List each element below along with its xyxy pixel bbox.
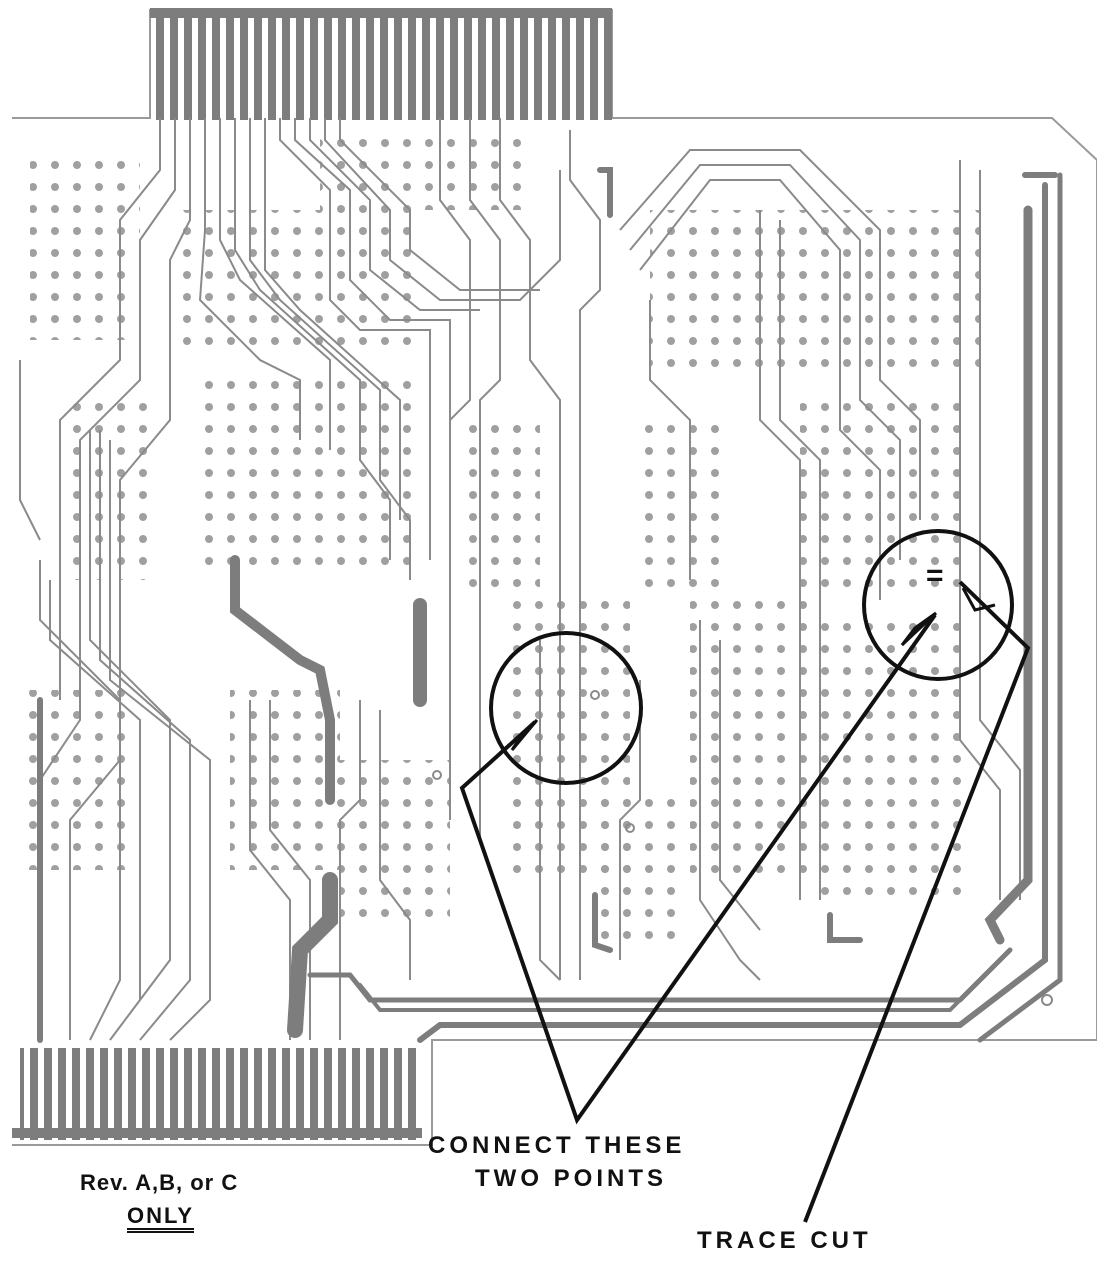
trace-layer xyxy=(19,118,1021,1041)
connect-pointer-lines xyxy=(459,613,937,1125)
connect-label-line2: TWO POINTS xyxy=(475,1165,667,1192)
jumper-mark: = xyxy=(926,559,944,592)
annotation-layer xyxy=(459,529,1031,1223)
bottom-connector-bar xyxy=(12,1128,422,1138)
bottom-edge-connector xyxy=(20,1048,420,1140)
trace-cut-label: TRACE CUT xyxy=(697,1227,872,1254)
only-label: ONLY xyxy=(127,1204,195,1233)
connect-points-circle xyxy=(489,631,643,785)
trace-cut-pointer-line xyxy=(803,580,1031,1223)
connect-label-line1: CONNECT THESE xyxy=(428,1132,686,1159)
trace-cut-circle xyxy=(862,529,1014,681)
trace-cut-marker xyxy=(961,587,996,612)
revision-label: Rev. A,B, or C xyxy=(80,1170,239,1195)
vias xyxy=(432,690,1053,1006)
power-traces xyxy=(37,167,1063,1043)
connect-arrow-left xyxy=(510,718,539,751)
top-connector-bar xyxy=(150,8,612,18)
pad-field xyxy=(20,130,980,940)
top-edge-connector xyxy=(150,10,612,120)
connect-arrow-right xyxy=(900,611,938,647)
